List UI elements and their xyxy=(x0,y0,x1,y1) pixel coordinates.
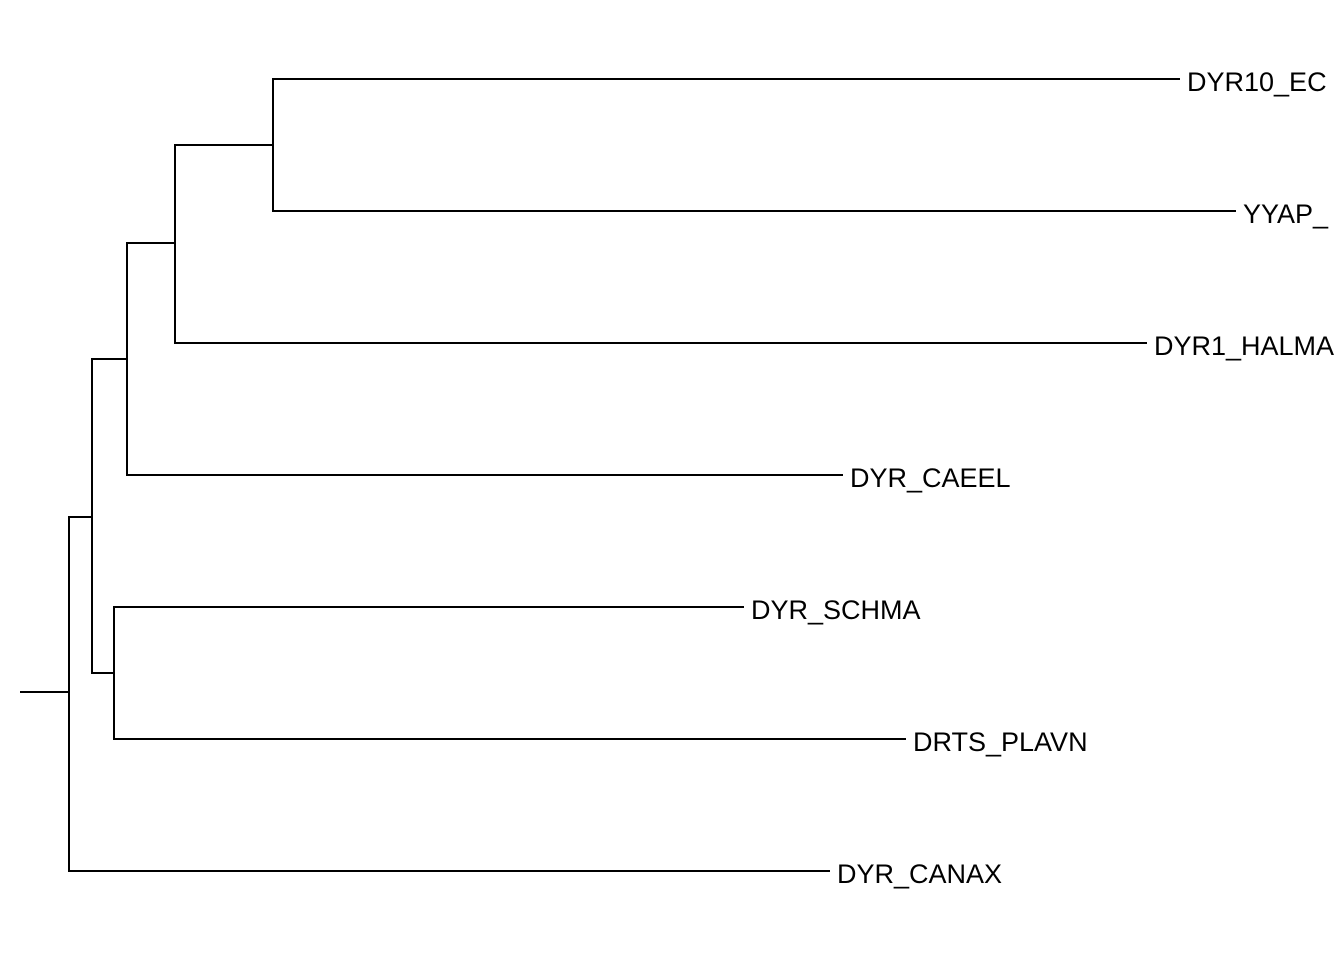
tip-label: DYR1_HALMA xyxy=(1154,331,1334,361)
tip-label: YYAP_ xyxy=(1243,199,1329,229)
tip-label: DRTS_PLAVN xyxy=(913,727,1088,757)
tip-label: DYR10_EC xyxy=(1187,67,1327,97)
tip-label: DYR_CAEEL xyxy=(850,463,1011,493)
tip-label: DYR_SCHMA xyxy=(751,595,921,625)
tip-label: DYR_CANAX xyxy=(837,859,1002,889)
